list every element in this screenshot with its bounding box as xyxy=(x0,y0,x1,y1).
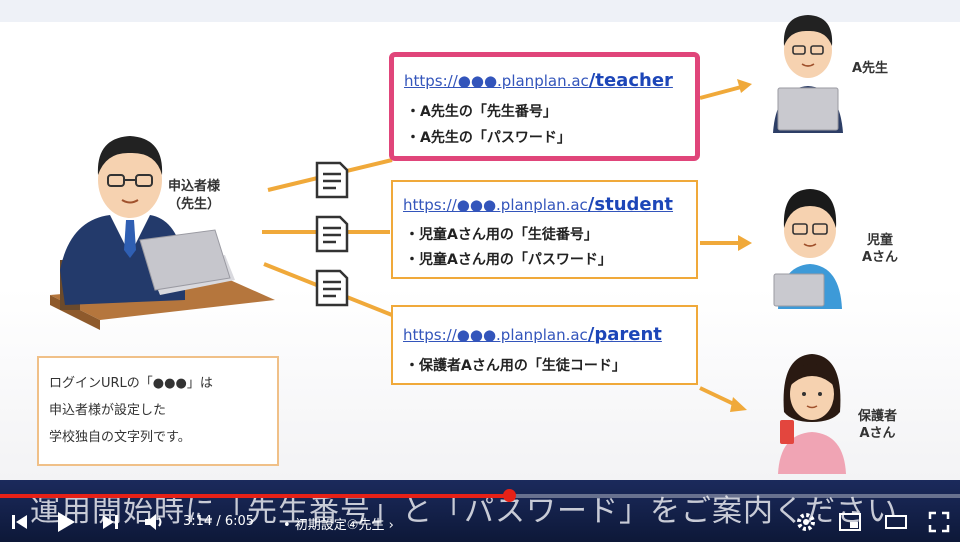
teacher-line-1: ・A先生の「先生番号」 xyxy=(406,104,557,120)
settings-icon[interactable] xyxy=(795,511,817,533)
play-icon[interactable] xyxy=(55,510,77,534)
progress-fill xyxy=(0,494,509,498)
student-a-label: 児童 Aさん xyxy=(862,233,899,265)
applicant-label: 申込者様 （先生） xyxy=(168,179,221,212)
teacher-login-box: https://●●●.planplan.ac/teacher ・A先生の「先生… xyxy=(389,52,700,161)
teacher-a-illustration xyxy=(773,15,843,133)
student-line-2: ・児童Aさん用の「パスワード」 xyxy=(405,252,612,268)
applicant-teacher-illustration xyxy=(50,136,275,330)
volume-icon[interactable] xyxy=(143,511,165,533)
parent-url: https://●●●.planplan.ac/parent xyxy=(403,324,662,345)
document-icon xyxy=(315,269,349,307)
caption-text: 運用開始時に「先生番号」と「パスワード」をご案内ください xyxy=(30,494,898,529)
parent-line-1: ・保護者Aさん用の「生徒コード」 xyxy=(405,358,626,374)
slide: 申込者様 （先生） https://●●●.planplan.ac/teache… xyxy=(0,0,960,480)
miniplayer-icon[interactable] xyxy=(838,511,862,533)
teacher-line-2: ・A先生の「パスワード」 xyxy=(406,130,571,146)
document-icon xyxy=(315,215,349,253)
time-display: 3:14 / 6:05 xyxy=(183,514,255,529)
teacher-a-label: A先生 xyxy=(852,61,889,76)
parent-a-illustration xyxy=(778,354,846,474)
teacher-url: https://●●●.planplan.ac/teacher xyxy=(404,70,673,91)
student-line-1: ・児童Aさん用の「生徒番号」 xyxy=(405,227,598,243)
skip-previous-icon[interactable] xyxy=(10,512,30,532)
note-box: ログインURLの「●●●」は 申込者様が設定した 学校独自の文字列です。 xyxy=(37,356,279,466)
slide-top-strip xyxy=(0,0,960,22)
note-line-1: ログインURLの「●●●」は xyxy=(49,376,213,391)
note-line-3: 学校独自の文字列です。 xyxy=(49,430,191,445)
fullscreen-icon[interactable] xyxy=(927,510,951,534)
student-login-box: https://●●●.planplan.ac/student ・児童Aさん用の… xyxy=(391,180,698,279)
skip-next-icon[interactable] xyxy=(100,512,120,532)
parent-login-box: https://●●●.planplan.ac/parent ・保護者Aさん用の… xyxy=(391,305,698,385)
document-icon xyxy=(315,161,349,199)
theater-icon[interactable] xyxy=(884,513,908,531)
student-a-illustration xyxy=(773,189,842,309)
student-url: https://●●●.planplan.ac/student xyxy=(403,194,674,215)
player-controls xyxy=(0,502,960,542)
caption-band xyxy=(0,480,960,542)
chapter-title[interactable]: • 初期設定④先生 › xyxy=(283,518,394,533)
note-line-2: 申込者様が設定した xyxy=(49,403,167,418)
parent-a-label: 保護者 Aさん xyxy=(858,409,898,441)
progress-scrubber[interactable] xyxy=(502,489,516,502)
